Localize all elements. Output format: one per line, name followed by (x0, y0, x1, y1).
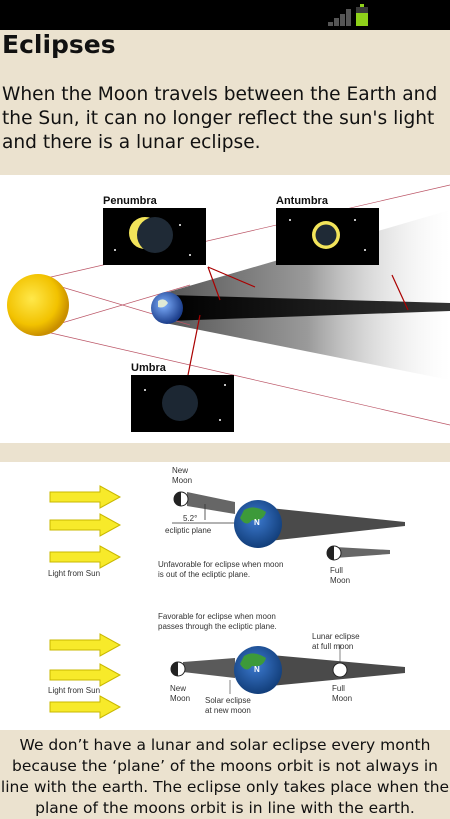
light-from-sun-label: Light from Sun (48, 569, 101, 578)
angle-label: 5.2° (183, 514, 198, 523)
shadow-diagram-graphic (7, 184, 450, 432)
umbra-label: Umbra (131, 362, 166, 374)
shadow-diagram: Penumbra Antumbra Umbra (0, 175, 450, 443)
battery-icon (356, 4, 368, 26)
full-moon-icon (332, 662, 348, 678)
ecliptic-plane-label: ecliptic plane (165, 526, 212, 535)
penumbra-label: Penumbra (103, 195, 157, 207)
light-from-sun-label: Light from Sun (48, 686, 101, 695)
ecliptic-diagram-graphic (49, 485, 405, 719)
sun-icon (7, 274, 69, 336)
page-title: Eclipses (2, 30, 116, 59)
intro-paragraph: When the Moon travels between the Earth … (2, 84, 438, 153)
antumbra-label: Antumbra (276, 195, 328, 207)
earth-north-label: N (254, 665, 260, 674)
explanation-paragraph: We don’t have a lunar and solar eclipse … (0, 736, 450, 817)
status-bar (0, 0, 450, 30)
earth-north-label: N (254, 518, 260, 527)
earth-icon (151, 292, 183, 324)
